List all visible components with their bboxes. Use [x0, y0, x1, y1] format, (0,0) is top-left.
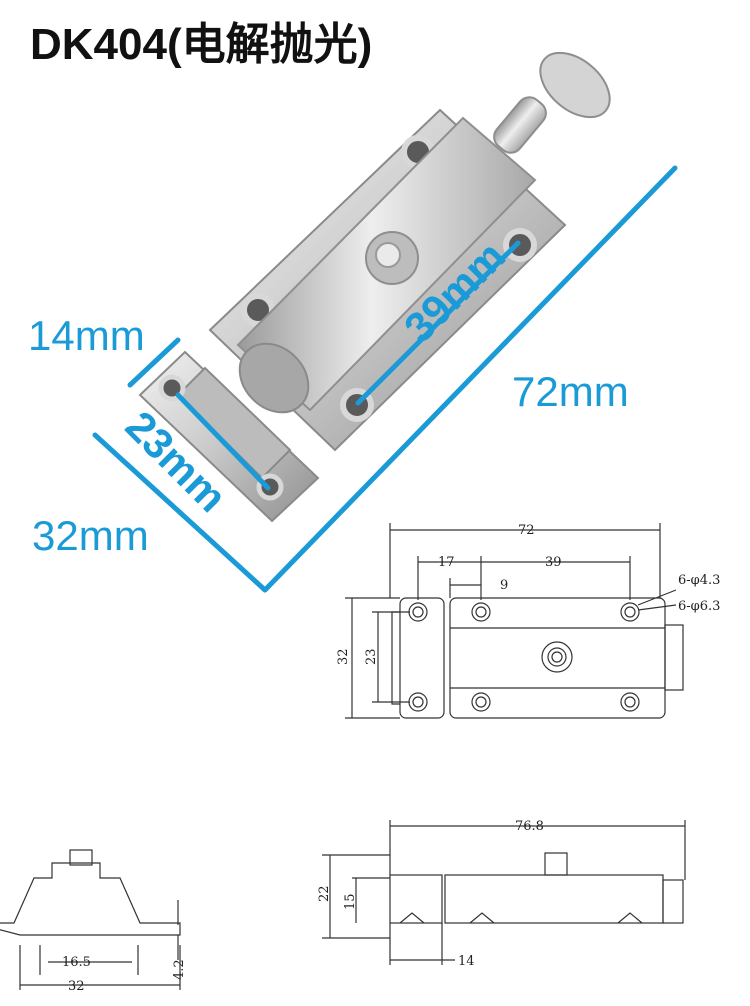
- dim-text-72: 72: [518, 523, 535, 538]
- bolt-barrel: [236, 116, 537, 414]
- dim-text-32-end: 32: [68, 979, 85, 994]
- drawing-end-view: [0, 849, 181, 990]
- dim-text-4-2: 4.2: [172, 959, 187, 980]
- dim-text-hole-small: 6-φ4.3: [678, 573, 720, 588]
- dim-text-23: 23: [364, 648, 379, 665]
- product-title: DK404(电解抛光): [30, 20, 373, 69]
- dim-line-72mm: [262, 165, 678, 593]
- dim-text-76-8: 76.8: [515, 819, 544, 834]
- dim-text-15: 15: [343, 893, 358, 910]
- dim-line-32mm: [92, 432, 268, 593]
- drawing-side-view: [322, 820, 686, 965]
- dim-text-14: 14: [458, 954, 475, 969]
- dim-text-22: 22: [317, 885, 332, 902]
- label-72mm: 72mm: [512, 368, 629, 415]
- dim-text-9: 9: [500, 578, 508, 593]
- photo-dimension-lines: [92, 165, 678, 593]
- bolt-knob: [493, 51, 611, 154]
- dim-line-39mm: [355, 240, 521, 406]
- dim-text-16-5: 16.5: [62, 955, 91, 970]
- dim-line-23mm: [175, 392, 271, 491]
- drawing-top-view: [345, 523, 684, 719]
- label-32mm: 32mm: [32, 512, 149, 559]
- label-14mm: 14mm: [28, 312, 145, 359]
- dim-text-39: 39: [545, 555, 562, 570]
- dim-text-hole-large: 6-φ6.3: [678, 599, 720, 614]
- dim-text-32: 32: [336, 648, 351, 665]
- dim-line-14mm: [127, 337, 181, 388]
- dim-text-17: 17: [438, 555, 455, 570]
